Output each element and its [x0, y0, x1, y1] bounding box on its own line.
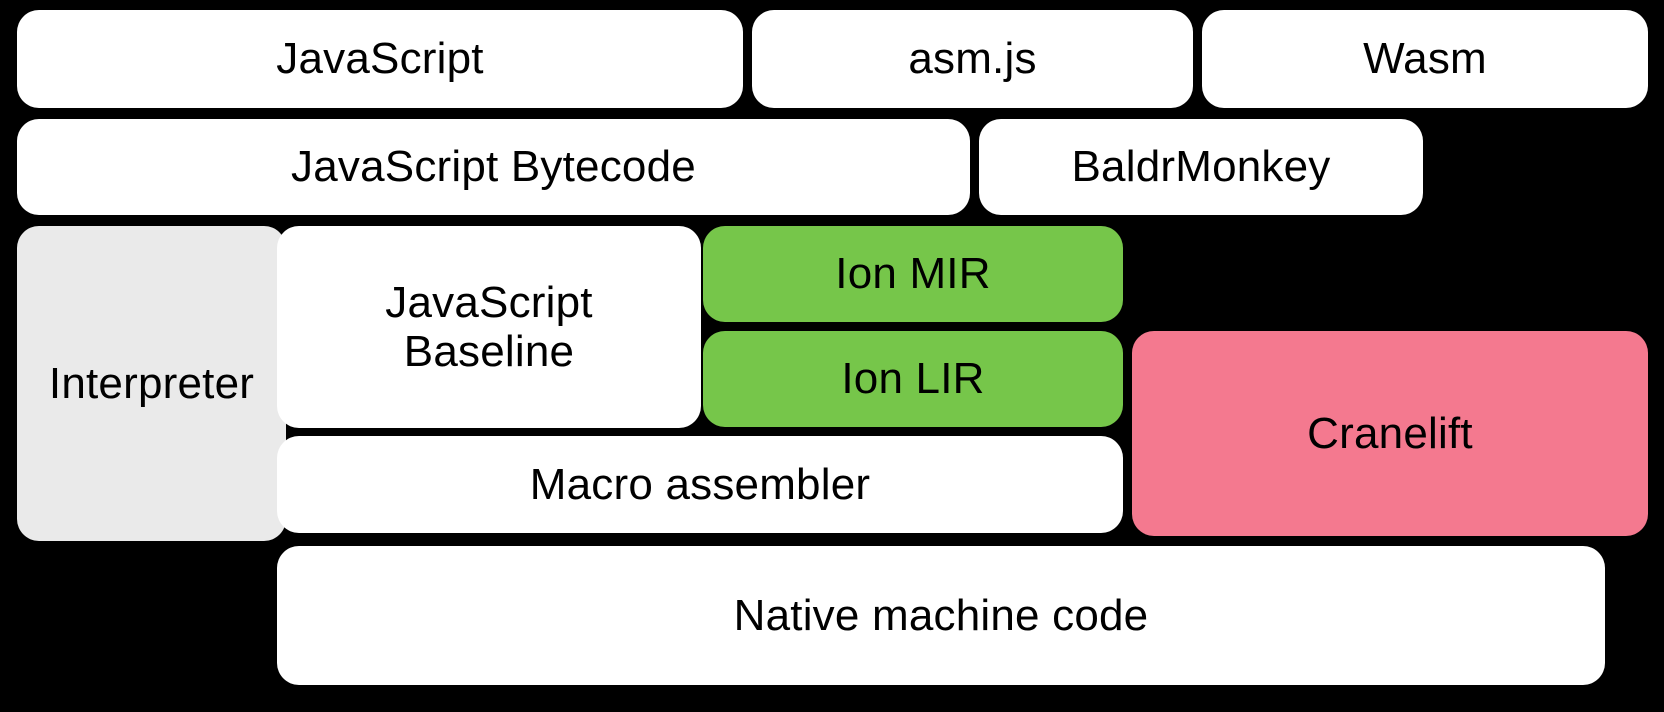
node-cranelift[interactable]: Cranelift: [1132, 331, 1648, 536]
node-native-machine-code[interactable]: Native machine code: [277, 546, 1605, 685]
node-baldrmonkey[interactable]: BaldrMonkey: [979, 119, 1423, 215]
node-ion-mir[interactable]: Ion MIR: [703, 226, 1123, 322]
node-javascript-bytecode[interactable]: JavaScript Bytecode: [17, 119, 970, 215]
node-wasm[interactable]: Wasm: [1202, 10, 1648, 108]
node-javascript[interactable]: JavaScript: [17, 10, 743, 108]
node-ion-lir[interactable]: Ion LIR: [703, 331, 1123, 427]
node-interpreter[interactable]: Interpreter: [17, 226, 286, 541]
node-asmjs[interactable]: asm.js: [752, 10, 1193, 108]
node-macro-assembler[interactable]: Macro assembler: [277, 436, 1123, 533]
node-javascript-baseline[interactable]: JavaScript Baseline: [277, 226, 701, 428]
